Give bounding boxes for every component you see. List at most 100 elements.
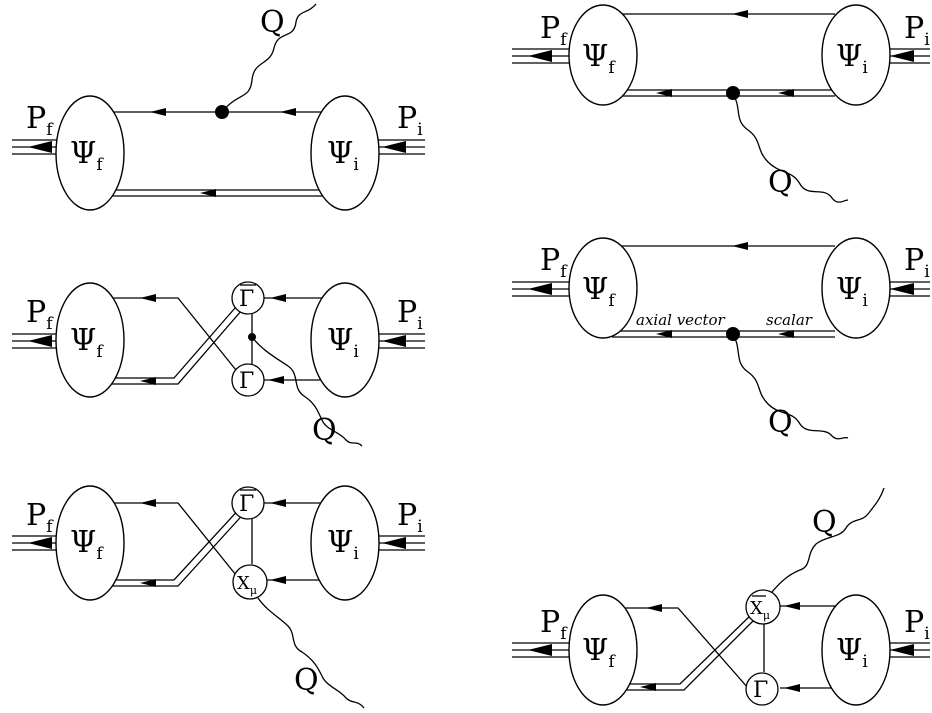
arrow-icon <box>528 50 552 62</box>
photon-label: Q <box>260 5 285 40</box>
final-wavefunction-blob <box>55 485 125 601</box>
diquark-line <box>612 611 755 685</box>
photon-line <box>257 597 365 709</box>
gamma-bar-vertex <box>231 281 265 315</box>
photon-line <box>221 3 317 113</box>
quark-line <box>112 502 241 581</box>
arrow-icon <box>150 108 166 116</box>
photon-label: Q <box>294 663 319 698</box>
final-external-line <box>512 281 570 297</box>
scalar-label: scalar <box>766 311 813 329</box>
final-wavefunction-blob <box>568 4 638 106</box>
initial-momentum-label: Pi <box>397 295 423 334</box>
quark-line <box>612 607 749 689</box>
photon-label: Q <box>812 505 837 540</box>
final-wavefunction-label: Ψf <box>70 323 104 362</box>
gamma-label: Γ <box>239 369 254 394</box>
initial-momentum-label: Pi <box>397 498 423 537</box>
final-wavefunction-blob <box>568 237 638 339</box>
initial-wavefunction-blob <box>310 95 380 211</box>
arrow-icon <box>270 294 286 302</box>
gamma-vertex <box>231 363 265 397</box>
initial-wavefunction-blob <box>821 594 891 706</box>
initial-wavefunction-label: Ψi <box>836 633 868 672</box>
diquark-line <box>112 505 243 581</box>
initial-wavefunction-label: Ψi <box>327 525 359 564</box>
initial-wavefunction-label: Ψi <box>836 272 868 311</box>
diagram-quark-coupling: Pf Pi Ψf Ψi Q <box>12 3 425 211</box>
photon-label: Q <box>768 165 793 200</box>
final-external-line <box>512 642 570 658</box>
arrow-icon <box>382 335 406 347</box>
final-momentum-label: Pf <box>540 11 568 50</box>
arrow-icon <box>28 141 52 153</box>
final-wavefunction-blob <box>568 594 638 706</box>
diagram-seagull-lower: Γ Xμ Pf Pi Ψf Ψi Q <box>12 485 425 709</box>
diagram-exchange-quark: Γ Γ Pf Pi Ψf Ψi Q <box>12 281 425 448</box>
arrow-icon <box>732 242 748 250</box>
arrow-icon <box>890 283 914 295</box>
final-wavefunction-label: Ψf <box>582 39 616 78</box>
arrow-icon <box>656 89 672 97</box>
photon-line <box>251 336 363 447</box>
final-wavefunction-label: Ψf <box>70 136 104 175</box>
initial-wavefunction-blob <box>310 485 380 601</box>
gamma-vertex <box>745 672 779 706</box>
photon-line <box>732 333 849 440</box>
arrow-icon <box>784 684 800 692</box>
photon-label: Q <box>312 413 337 448</box>
arrow-icon <box>382 141 406 153</box>
arrow-icon <box>200 189 216 197</box>
gamma-bar-label: Γ <box>239 287 254 312</box>
arrow-icon <box>890 644 914 656</box>
final-wavefunction-blob <box>55 95 125 211</box>
arrow-icon <box>270 499 286 507</box>
gamma-bar-label: Γ <box>239 492 254 517</box>
photon-line <box>771 487 885 593</box>
final-external-line <box>512 48 570 64</box>
initial-wavefunction-label: Ψi <box>327 323 359 362</box>
quark-line <box>112 297 245 381</box>
arrow-icon <box>640 683 656 691</box>
arrow-icon <box>890 50 914 62</box>
final-momentum-label: Pf <box>26 498 54 537</box>
interaction-vertex-dot <box>726 86 740 100</box>
chi-bar-label: Xμ <box>750 598 770 622</box>
diagram-diquark-transition: axial vector scalar Pf Pi Ψf Ψi Q <box>512 237 930 440</box>
initial-wavefunction-label: Ψi <box>327 136 359 175</box>
gamma-label: Γ <box>753 678 768 703</box>
final-wavefunction-label: Ψf <box>70 525 104 564</box>
arrow-icon <box>28 537 52 549</box>
initial-momentum-label: Pi <box>904 605 930 644</box>
arrow-icon <box>280 108 296 116</box>
diquark-line <box>112 299 243 379</box>
arrow-icon <box>270 576 286 584</box>
arrow-icon <box>528 283 552 295</box>
final-momentum-label: Pf <box>26 101 54 140</box>
arrow-icon <box>382 537 406 549</box>
final-wavefunction-label: Ψf <box>582 633 616 672</box>
arrow-icon <box>778 330 794 338</box>
arrow-icon <box>140 377 156 385</box>
arrow-icon <box>268 376 284 384</box>
initial-momentum-label: Pi <box>397 101 423 140</box>
initial-wavefunction-blob <box>310 282 380 398</box>
arrow-icon <box>646 604 662 612</box>
arrow-icon <box>140 499 156 507</box>
initial-wavefunction-blob <box>821 237 891 339</box>
arrow-icon <box>732 10 748 18</box>
interaction-vertex-dot <box>215 105 229 119</box>
final-wavefunction-label: Ψf <box>582 272 616 311</box>
arrow-icon <box>28 335 52 347</box>
arrow-icon <box>140 294 156 302</box>
chi-vertex <box>232 564 268 600</box>
final-wavefunction-blob <box>55 282 125 398</box>
chi-bar-vertex <box>745 589 781 625</box>
photon-label: Q <box>768 405 793 440</box>
chi-label: Xμ <box>237 573 257 597</box>
initial-wavefunction-blob <box>821 4 891 106</box>
initial-wavefunction-label: Ψi <box>836 39 868 78</box>
diagram-seagull-upper: Xμ Γ Pf Pi Ψf Ψi Q <box>512 487 930 706</box>
final-momentum-label: Pf <box>540 243 568 282</box>
